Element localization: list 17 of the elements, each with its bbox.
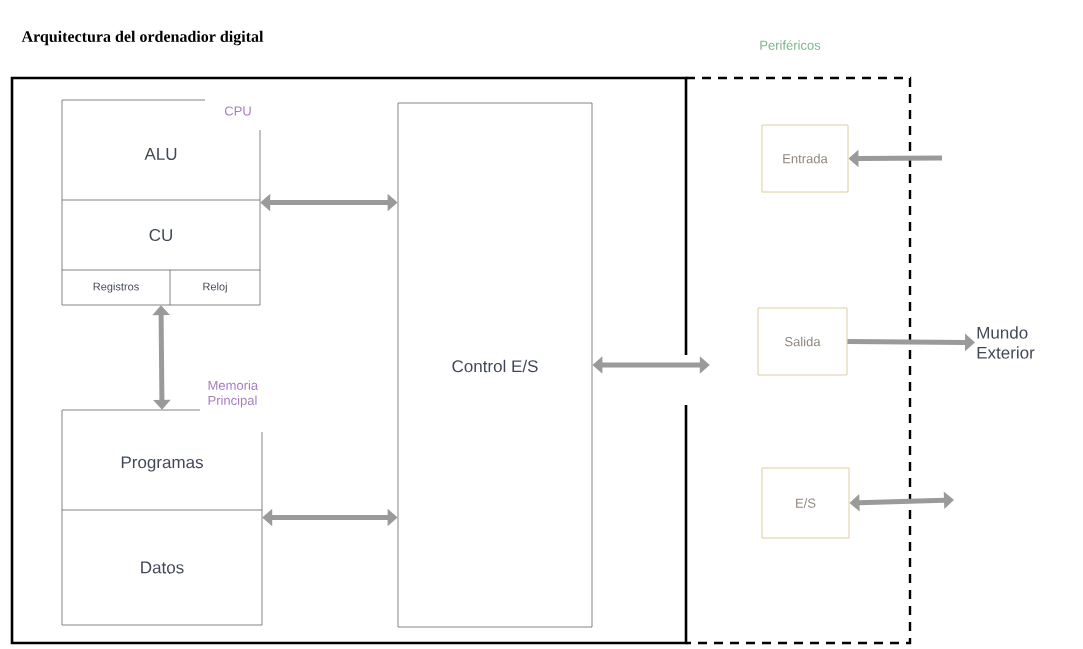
input-box: Entrada [761,124,849,193]
box-heading: Periféricos [760,40,821,50]
registers-cell: Registros [93,269,171,306]
box-heading: Memoria Principal [208,380,259,408]
data-section: Datos [141,561,184,574]
clock-cell: Reloj [203,282,227,293]
outside-world-text: Mundo Exterior [977,326,1035,359]
box-heading: CPU [224,106,251,116]
cu-section: CU [61,229,261,271]
io-box: E/S [761,467,850,539]
alu-section: ALU [61,148,261,201]
computer-frame [10,76,688,645]
output-box: Salida [757,307,848,376]
block-arrow [152,305,171,410]
programs-section: Programas [61,456,263,511]
title: Arquitectura del ordenadior digital [21,30,264,46]
control-box: Control E/S [397,102,593,628]
